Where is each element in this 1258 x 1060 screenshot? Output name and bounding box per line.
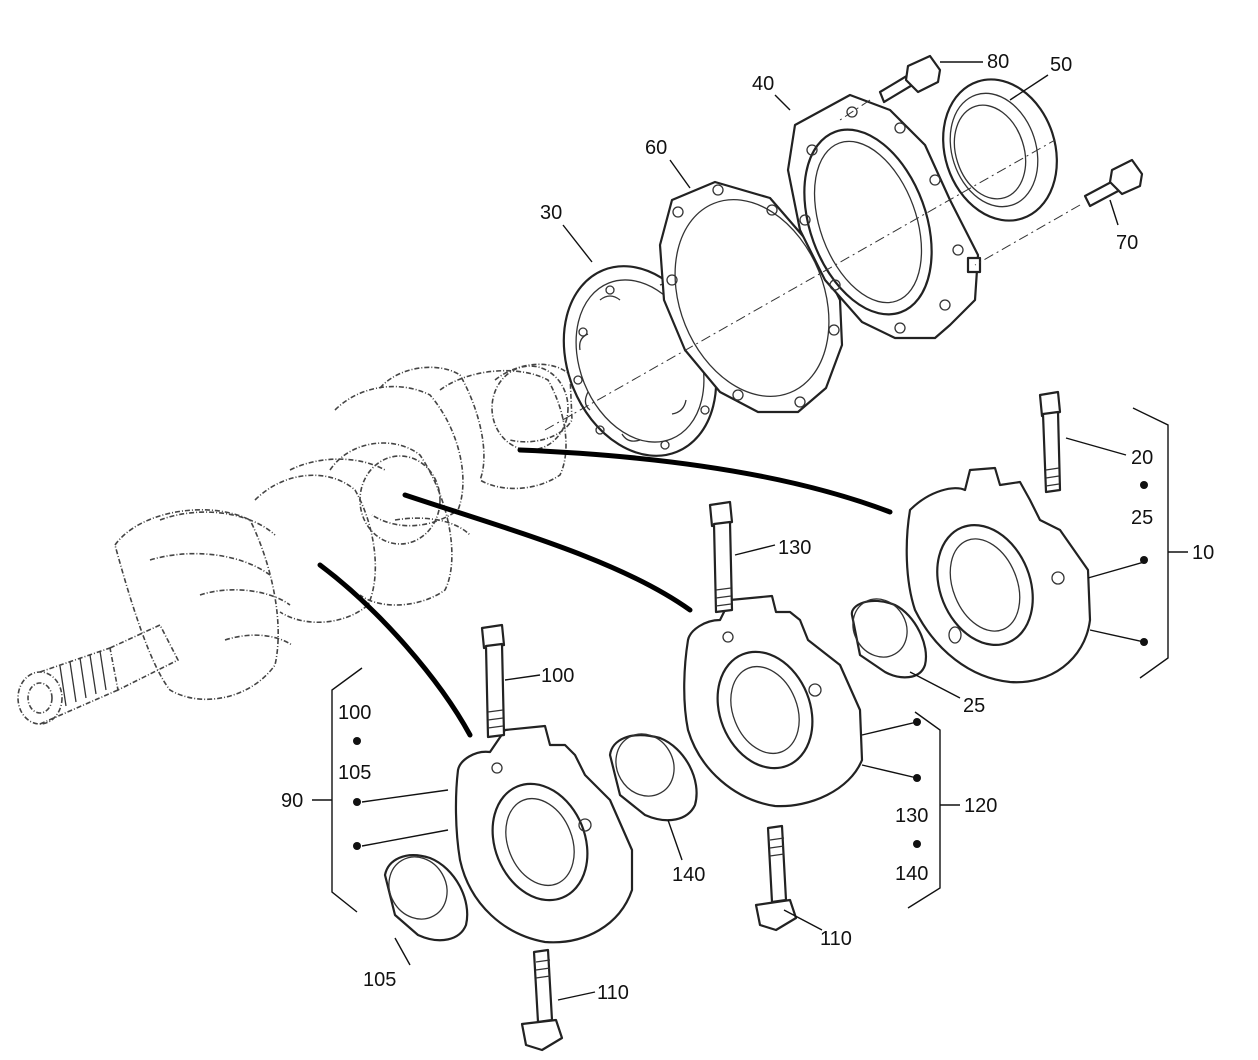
- label-100-group: 100: [338, 702, 372, 724]
- label-40: 40: [752, 73, 775, 95]
- part-50-seal: [942, 78, 1058, 222]
- part-20-bolt: [1038, 390, 1062, 494]
- group-bullet: [1140, 638, 1148, 646]
- label-10: 10: [1192, 542, 1215, 564]
- part-40-housing: [786, 93, 982, 340]
- label-130-group: 130: [895, 805, 929, 827]
- label-110-right: 110: [820, 928, 852, 950]
- part-110-bolt-right: [754, 824, 798, 932]
- part-105-bearing-shell: [383, 854, 469, 942]
- label-130-bolt: 130: [778, 537, 812, 559]
- group-bullet: [1140, 481, 1148, 489]
- label-60: 60: [645, 137, 668, 159]
- label-80: 80: [987, 51, 1010, 73]
- label-120: 120: [964, 795, 998, 817]
- part-120-bearing-cap: [683, 594, 864, 808]
- group-bullet: [913, 718, 921, 726]
- label-105-group: 105: [338, 762, 372, 784]
- leader-lines: [361, 61, 1145, 1001]
- part-10-bearing-cap: [905, 466, 1092, 684]
- part-110-bolt-left: [520, 948, 564, 1052]
- assembly-arrows: [317, 447, 893, 738]
- group-bullet: [913, 840, 921, 848]
- label-140-bearing: 140: [672, 864, 706, 886]
- part-130-bolt: [708, 500, 734, 614]
- part-80-bolt: [878, 54, 942, 104]
- part-100-bolt: [480, 623, 506, 739]
- group-bullet: [913, 774, 921, 782]
- brackets: [312, 407, 1188, 913]
- label-105-bearing: 105: [363, 969, 397, 991]
- part-60-gasket-plate: [658, 180, 844, 414]
- label-100-bolt: 100: [541, 665, 575, 687]
- group-bullet: [353, 737, 361, 745]
- label-20: 20: [1131, 447, 1154, 469]
- label-25-bearing: 25: [963, 695, 986, 717]
- label-110-left: 110: [597, 982, 629, 1004]
- label-90: 90: [281, 790, 304, 812]
- group-bullet: [353, 842, 361, 850]
- label-25-group: 25: [1131, 507, 1154, 529]
- part-90-bearing-cap: [454, 724, 634, 944]
- part-140-bearing-shell: [608, 733, 698, 822]
- label-50: 50: [1050, 54, 1073, 76]
- part-25-bearing-shell: [850, 598, 928, 679]
- label-140-group: 140: [895, 863, 929, 885]
- label-70: 70: [1116, 232, 1139, 254]
- label-30: 30: [540, 202, 563, 224]
- part-70-bolt: [1083, 158, 1144, 208]
- group-bullet: [1140, 556, 1148, 564]
- group-bullet: [353, 798, 361, 806]
